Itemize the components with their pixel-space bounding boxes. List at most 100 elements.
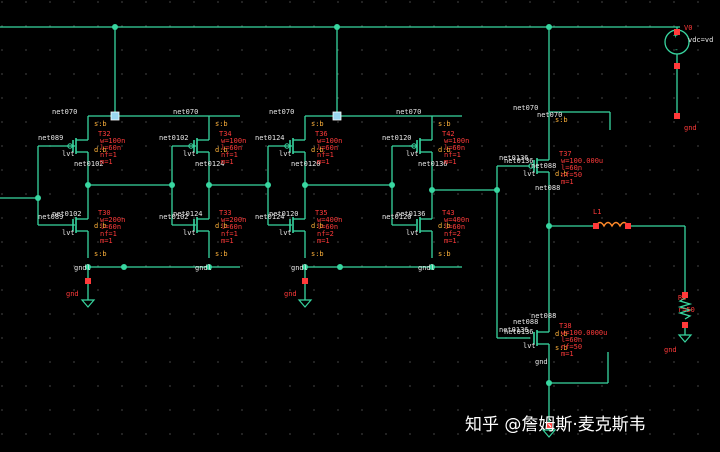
pin-label: s:b	[555, 344, 568, 352]
drain-net: net0102	[52, 210, 82, 218]
t37-gate-net: net0136	[504, 157, 534, 165]
pin-label: d:b	[555, 330, 568, 338]
pin-label: d:b	[215, 146, 228, 154]
gate-net: net0136	[499, 154, 529, 162]
gate-bubble	[284, 143, 290, 149]
pin-label: s:b	[215, 250, 228, 258]
device-param: m=1	[444, 158, 457, 166]
instance-name: T42	[442, 130, 455, 138]
device-param: l=60n	[317, 144, 338, 152]
bulk-label: lvt	[183, 229, 196, 237]
device-param: l=60n	[221, 223, 242, 231]
gate-net: net0124	[255, 213, 285, 221]
watermark: 知乎 @詹姆斯·麦克斯韦	[465, 415, 646, 435]
device-param: m=1	[561, 350, 574, 358]
inductor-name: L1	[593, 208, 601, 216]
ground-icon	[541, 429, 557, 438]
bulk-label: lvt	[62, 150, 75, 158]
device-param: m=1	[100, 237, 113, 245]
transistor-t38[interactable]: d:bs:blvtnet088net0136gndT38w=100.0000ul…	[499, 318, 607, 366]
instance-name: T32	[98, 130, 111, 138]
transistor-t33[interactable]: d:bs:blvtnet0124net0102gndlT33w=200nl=60…	[159, 209, 246, 272]
device-param: nf=1	[444, 151, 461, 159]
device-param: l=60n	[561, 336, 582, 344]
transistors[interactable]: s:bd:blvtnet070net089net0102T32w=100nl=6…	[38, 104, 607, 366]
resistor-body[interactable]	[677, 297, 693, 320]
device-param: m=1	[561, 178, 574, 186]
transistor-t34[interactable]: s:bd:blvtnet070net0102net0124T34w=100nl=…	[159, 108, 246, 168]
device-param: w=100n	[317, 137, 342, 145]
device-param: w=200n	[100, 216, 125, 224]
device-param: w=100n	[444, 137, 469, 145]
drain-net: net070	[173, 108, 198, 116]
instance-name: T35	[315, 209, 328, 217]
device-param: w=400n	[317, 216, 342, 224]
gate-bubble	[67, 143, 73, 149]
device-param: w=100.0000u	[561, 329, 607, 337]
bulk-label: lvt	[183, 150, 196, 158]
pin-label: s:b	[555, 116, 568, 124]
device-param: nf=1	[317, 151, 334, 159]
device-param: l=60n	[100, 144, 121, 152]
bulk-label: lvt	[406, 150, 419, 158]
transistor-t43[interactable]: d:bs:blvtnet0136net0120gndlT43w=400nl=60…	[382, 209, 469, 272]
transistor-t42[interactable]: s:bd:blvtnet070net0120net0136T42w=100nl=…	[382, 108, 469, 168]
device-param: w=400n	[444, 216, 469, 224]
source-net: net0124	[195, 160, 225, 168]
pin-label: d:b	[438, 146, 451, 154]
source-net: gndl	[195, 264, 212, 272]
ground-symbols	[80, 299, 693, 438]
ground-icon	[677, 334, 693, 343]
rail-tap-1[interactable]	[110, 111, 120, 121]
transistor-t30[interactable]: d:bs:blvtnet0102net089gndlT30w=200nl=60n…	[38, 209, 125, 272]
device-param: l=60n	[561, 164, 582, 172]
gnd-label-1: gnd	[66, 290, 79, 298]
svg-text:-: -	[674, 45, 679, 54]
pin-label: d:b	[94, 146, 107, 154]
gate-net: net0102	[159, 134, 189, 142]
transistor-t36[interactable]: s:bd:blvtnet070net0124net0120T36w=100nl=…	[255, 108, 342, 168]
pin-label: s:b	[94, 250, 107, 258]
gate-net: net0120	[382, 213, 412, 221]
ground-icon	[80, 299, 96, 308]
source-net: net0120	[291, 160, 321, 168]
drain-net: net0136	[396, 210, 426, 218]
svg-text:+: +	[673, 31, 678, 40]
source-net: gndl	[291, 264, 308, 272]
transistor-t37[interactable]: s:bd:blvtnet070net0136net088T37w=100.000…	[499, 104, 603, 192]
device-param: nf=50	[561, 343, 582, 351]
pin-label: s:b	[438, 250, 451, 258]
rail-tap-2[interactable]	[332, 111, 342, 121]
transistor-t35[interactable]: d:bs:blvtnet0120net0124gndlT35w=400nl=60…	[255, 209, 342, 272]
bulk-label: lvt	[279, 229, 292, 237]
transistor-t32[interactable]: s:bd:blvtnet070net089net0102T32w=100nl=6…	[38, 108, 125, 168]
pin-label: d:b	[311, 146, 324, 154]
device-param: m=1	[221, 237, 234, 245]
gate-bubble	[528, 163, 534, 169]
pin-label: s:b	[311, 250, 324, 258]
source-net: gndl	[74, 264, 91, 272]
device-param: l=60n	[221, 144, 242, 152]
junctions	[35, 24, 552, 386]
gate-bubble	[188, 143, 194, 149]
device-param: m=1	[100, 158, 113, 166]
pin-label: s:b	[311, 120, 324, 128]
device-param: nf=1	[221, 151, 238, 159]
drain-net: net0120	[269, 210, 299, 218]
pin-label: d:b	[94, 222, 107, 230]
inductor-coil[interactable]	[595, 221, 629, 228]
device-param: w=100n	[221, 137, 246, 145]
pin-label: s:b	[94, 120, 107, 128]
terminal-markers	[85, 29, 688, 428]
bulk-label: lvt	[62, 229, 75, 237]
drain-net: net0124	[173, 210, 203, 218]
device-param: nf=1	[100, 230, 117, 238]
gate-net: net089	[38, 134, 63, 142]
drain-net: net070	[513, 104, 538, 112]
instance-name: T34	[219, 130, 232, 138]
bulk-label: lvt	[406, 229, 419, 237]
ground-icon	[297, 299, 313, 308]
pin-label: d:b	[438, 222, 451, 230]
pin-label: d:b	[311, 222, 324, 230]
